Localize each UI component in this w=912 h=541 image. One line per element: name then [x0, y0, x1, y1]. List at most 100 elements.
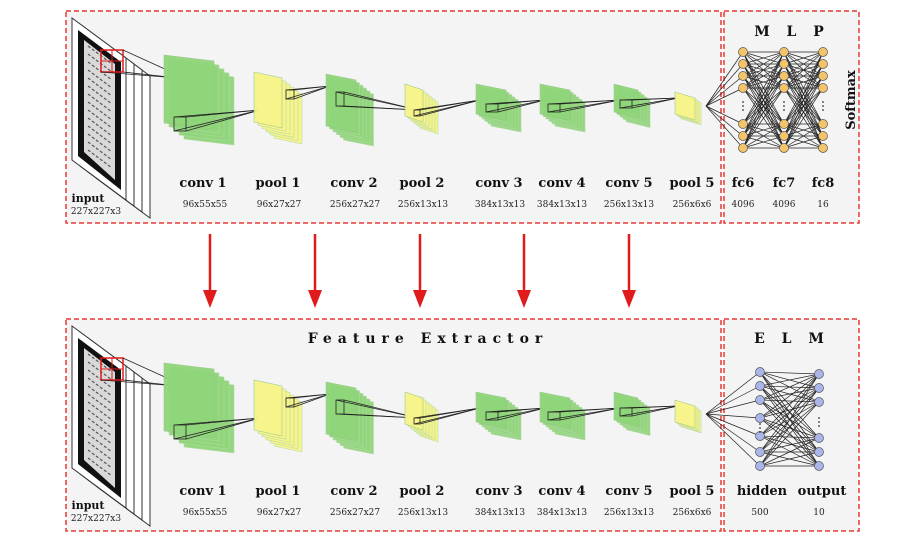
top-network: M L P Softmax input 227x227x3 conv 1 96x… [65, 10, 860, 224]
neuron [818, 59, 828, 69]
mlp-layer-dim: 4096 [732, 200, 755, 210]
connection-line [742, 51, 785, 65]
connection-line [783, 75, 824, 149]
elm-title: E L M [754, 331, 830, 347]
input-image-texture [87, 61, 113, 81]
input-image-texture [87, 401, 113, 421]
neuron [814, 397, 824, 407]
input-image-texture [87, 117, 113, 137]
input-image-texture [87, 449, 113, 469]
connection-line [759, 387, 820, 419]
top-layer-dim: 256x13x13 [398, 200, 449, 210]
connection-line [742, 51, 785, 137]
connection-line [783, 51, 824, 77]
top-layer-dim: 256x6x6 [673, 200, 712, 210]
connection-line [742, 51, 785, 125]
top-layer-label: conv 3 [475, 176, 522, 191]
pool2-kernel-line [419, 407, 481, 425]
mlp-layer-dim: 4096 [773, 200, 796, 210]
fan-line [705, 105, 744, 137]
connection-line [759, 401, 820, 419]
conv3-kernel-line [485, 99, 546, 113]
top-layer-dim: 256x13x13 [604, 200, 655, 210]
fan-line [705, 87, 744, 107]
neuron [779, 119, 789, 129]
ellipsis-dot [822, 101, 824, 103]
top-layer-label: conv 4 [538, 176, 585, 191]
neuron [738, 143, 748, 153]
top-layer-label: pool 5 [670, 176, 715, 191]
connection-line [759, 373, 820, 401]
neuron [738, 119, 748, 129]
connection-line [783, 51, 824, 137]
neuron [755, 367, 765, 377]
bottom-layer-dim: 256x6x6 [673, 508, 712, 518]
neuron [755, 447, 765, 457]
conv3-kernel-line [497, 407, 546, 421]
neuron [818, 83, 828, 93]
input-image-texture [87, 441, 113, 461]
neuron [814, 447, 824, 457]
fan-line [705, 63, 744, 107]
neuron [818, 143, 828, 153]
ellipsis-dot [822, 105, 824, 107]
neuron [779, 71, 789, 81]
connection-line [783, 51, 824, 125]
input-image-texture [87, 385, 113, 405]
pool1-kernel-line [285, 85, 331, 100]
conv3-kernel-line [497, 99, 546, 113]
connection-line [759, 373, 820, 467]
conv5-kernel-line [631, 405, 679, 409]
fan-line [705, 105, 744, 125]
input-image-texture [87, 417, 113, 437]
conv4-slice [539, 83, 571, 121]
connection-line [759, 437, 820, 453]
transfer-arrows [203, 234, 636, 308]
bottom-layer-dim: 256x27x27 [330, 508, 381, 518]
fan-line [705, 399, 761, 415]
conv5-slice [613, 83, 639, 119]
conv4-kernel-line [559, 407, 621, 421]
connection-line [742, 75, 785, 149]
transfer-arrow [308, 234, 322, 308]
connection-line [759, 417, 820, 439]
bottom-layer-dim: 96x27x27 [257, 508, 302, 518]
connection-line [783, 123, 824, 149]
neuron [755, 395, 765, 405]
connection-line [759, 401, 820, 437]
bottom-layer-dim: 384x13x13 [475, 508, 526, 518]
pool2-kernel-line [419, 99, 481, 117]
mlp-network [705, 47, 828, 153]
connection-line [783, 135, 824, 149]
transfer-arrow [622, 234, 636, 308]
connection-line [783, 51, 824, 65]
fan-line [705, 105, 744, 149]
connection-line [759, 387, 820, 401]
input-image-texture [87, 85, 113, 105]
ellipsis-dot [759, 427, 761, 429]
bottom-layer-dim: 96x55x55 [183, 508, 228, 518]
input-image-texture [87, 149, 113, 169]
neuron [779, 83, 789, 93]
neuron [755, 461, 765, 471]
top-input-label: input [72, 192, 106, 205]
pool1-slice [253, 379, 283, 437]
ellipsis-dot [742, 109, 744, 111]
connection-line [783, 63, 824, 149]
neuron [738, 59, 748, 69]
bottom-layer-dim: 384x13x13 [537, 508, 588, 518]
ellipsis-dot [783, 101, 785, 103]
connection-line [742, 135, 785, 149]
input-image-texture [87, 53, 113, 73]
top-layer-dim: 256x27x27 [330, 200, 381, 210]
top-layer-label: pool 2 [400, 176, 445, 191]
connection-line [759, 373, 820, 453]
bottom-layer-label: conv 1 [179, 484, 226, 499]
conv1-kernel [173, 424, 187, 440]
conv5-kernel-line [631, 405, 679, 417]
input-image-content [84, 348, 115, 488]
pool2-kernel [413, 109, 421, 117]
bottom-layer-label: pool 5 [670, 484, 715, 499]
transfer-arrow [413, 234, 427, 308]
